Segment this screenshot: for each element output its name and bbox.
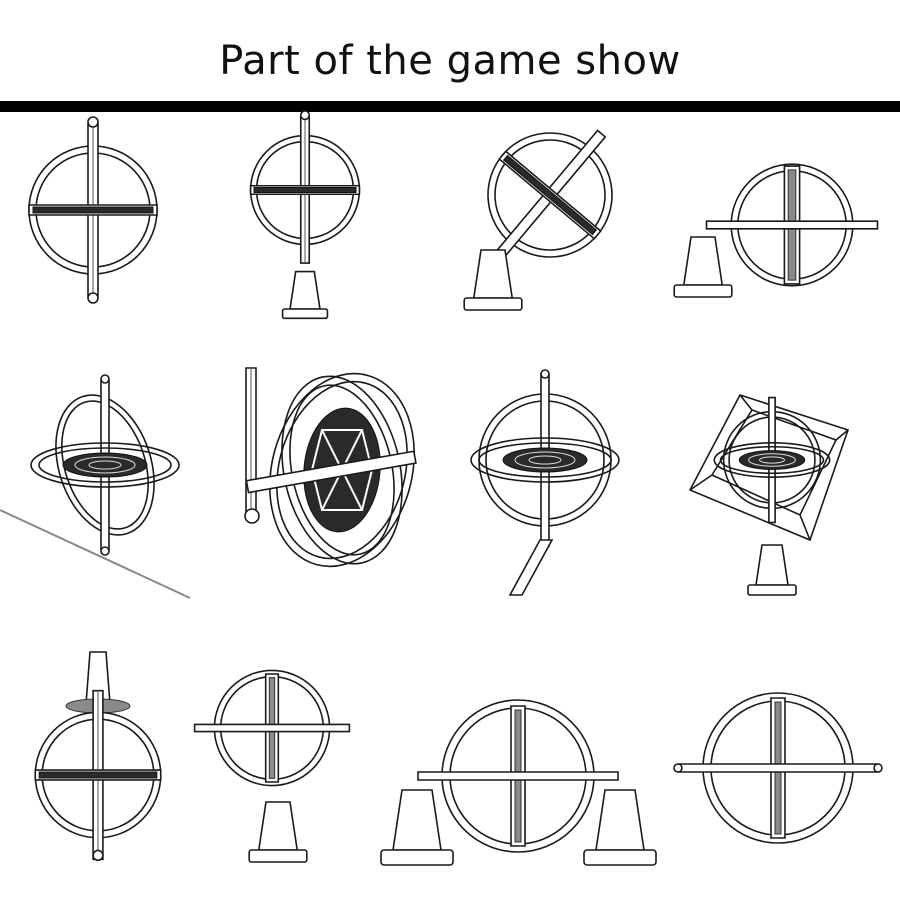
gyroscope-on-string-icon: [0, 375, 190, 598]
gyroscope-between-two-stands-icon: [379, 700, 658, 867]
gyroscope-on-rod-icon: [245, 357, 435, 583]
gyroscope-inverted-stand-icon: [34, 652, 162, 860]
gyroscope-in-cube-icon: [690, 395, 848, 596]
gyroscope-front-on-stand-icon: [195, 670, 350, 863]
gyroscope-tilted-on-stand-icon: [463, 94, 649, 311]
gyroscope-side-axle-icon: [674, 693, 882, 843]
title-divider: [0, 101, 900, 112]
gyroscope-on-finger-icon: [470, 370, 620, 595]
page-title: Part of the game show: [219, 38, 681, 84]
gyroscope-front-view-icon: [28, 117, 158, 303]
gyroscope-on-stand-icon: [249, 111, 361, 320]
gyroscope-side-stand-icon: [673, 164, 877, 298]
